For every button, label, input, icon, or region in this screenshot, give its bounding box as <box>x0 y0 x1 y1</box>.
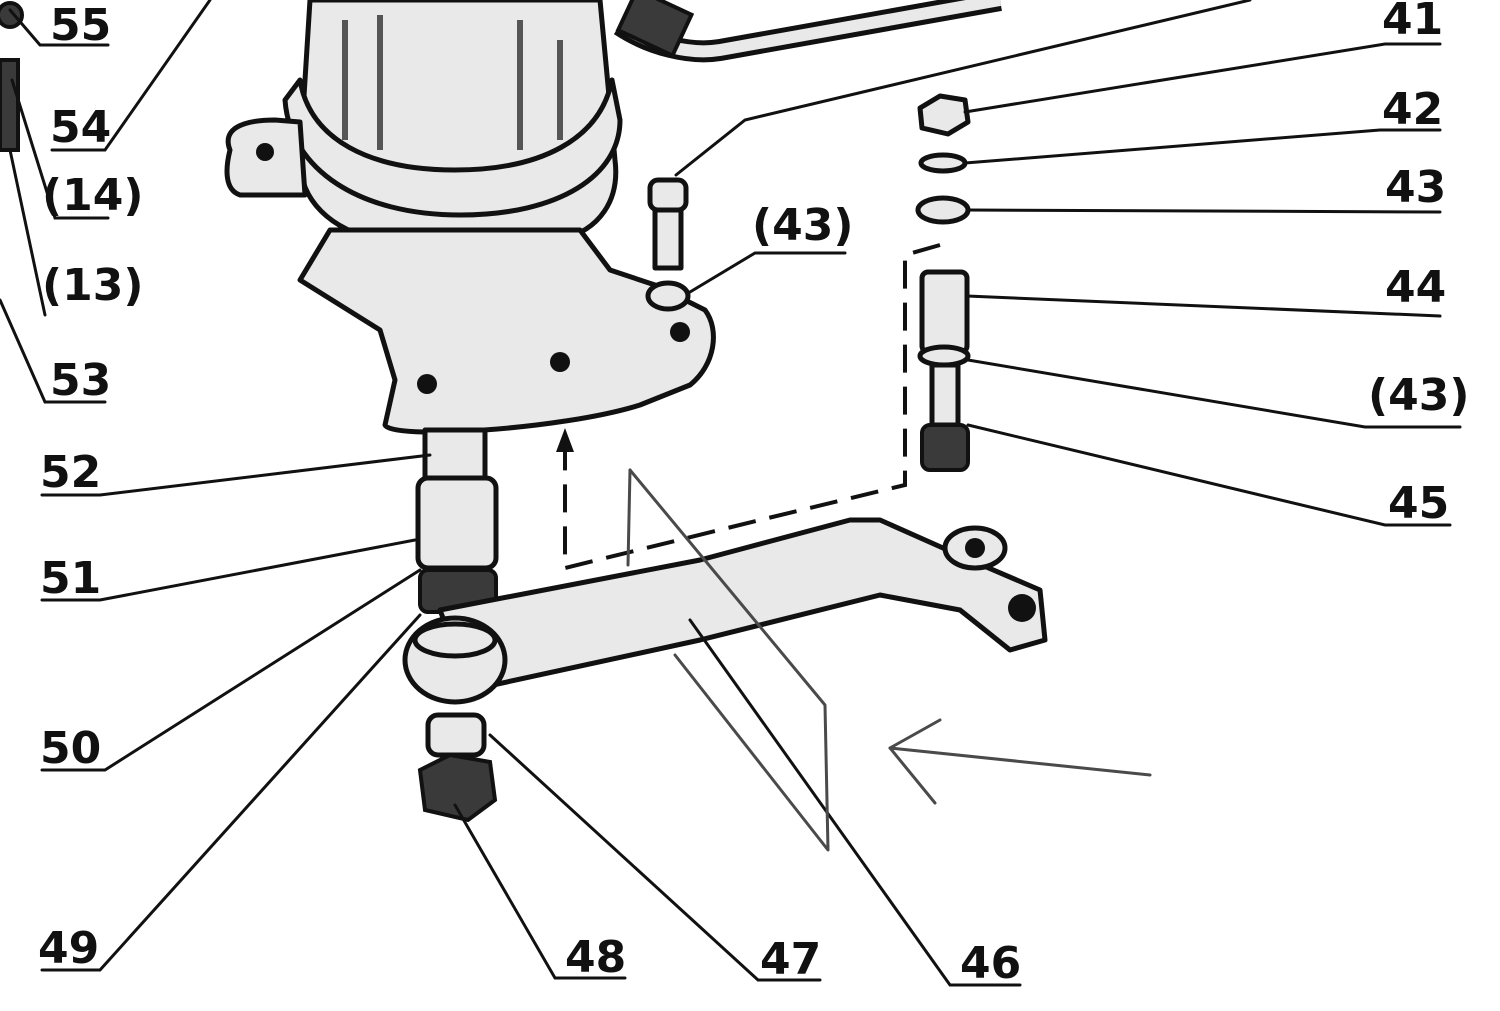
bushing-51 <box>415 475 499 571</box>
callout-13: (13) <box>42 260 143 311</box>
flange-hole <box>670 322 690 342</box>
callout-47: 47 <box>760 934 821 985</box>
washer <box>645 280 691 312</box>
lever-arm <box>402 517 1048 705</box>
flange-hole <box>417 374 437 394</box>
callout-46: 46 <box>960 938 1021 989</box>
callout-45: 45 <box>1388 478 1449 529</box>
callout-14: (14) <box>42 170 143 221</box>
annotation-arrowhead <box>888 718 942 805</box>
assembly-path <box>563 243 941 571</box>
callout-49: 49 <box>38 923 99 974</box>
callout-48: 48 <box>565 932 626 983</box>
flange-hole <box>550 352 570 372</box>
callout-53: 53 <box>50 355 111 406</box>
callout-43-lower: (43) <box>1368 370 1469 421</box>
leader-lines <box>0 0 1462 987</box>
callout-43: 43 <box>1385 162 1446 213</box>
pipe <box>613 0 1002 63</box>
right-fastener-stack <box>915 93 971 472</box>
nut-48 <box>417 752 498 823</box>
bolt-hole <box>256 143 274 161</box>
callout-labels: 55 54 (14) (13) 53 52 51 50 49 48 47 46 … <box>38 0 1469 989</box>
pump-housing <box>224 0 716 493</box>
callout-42: 42 <box>1382 84 1443 135</box>
callout-44: 44 <box>1385 262 1446 313</box>
assembly-arrowhead <box>556 428 574 452</box>
callout-51: 51 <box>40 553 101 604</box>
washer-47 <box>425 712 487 758</box>
annotation-arrow <box>888 746 1152 777</box>
lower-shaft-stack <box>415 475 499 614</box>
bolt-41 <box>645 177 691 312</box>
hand-annotation <box>626 468 1152 852</box>
left-small-parts <box>0 1 24 152</box>
callout-55: 55 <box>50 0 111 51</box>
callout-52: 52 <box>40 447 101 498</box>
callout-50: 50 <box>40 723 101 774</box>
callout-54: 54 <box>50 102 111 153</box>
callout-43-upper: (43) <box>752 200 853 251</box>
callout-41: 41 <box>1382 0 1443 45</box>
